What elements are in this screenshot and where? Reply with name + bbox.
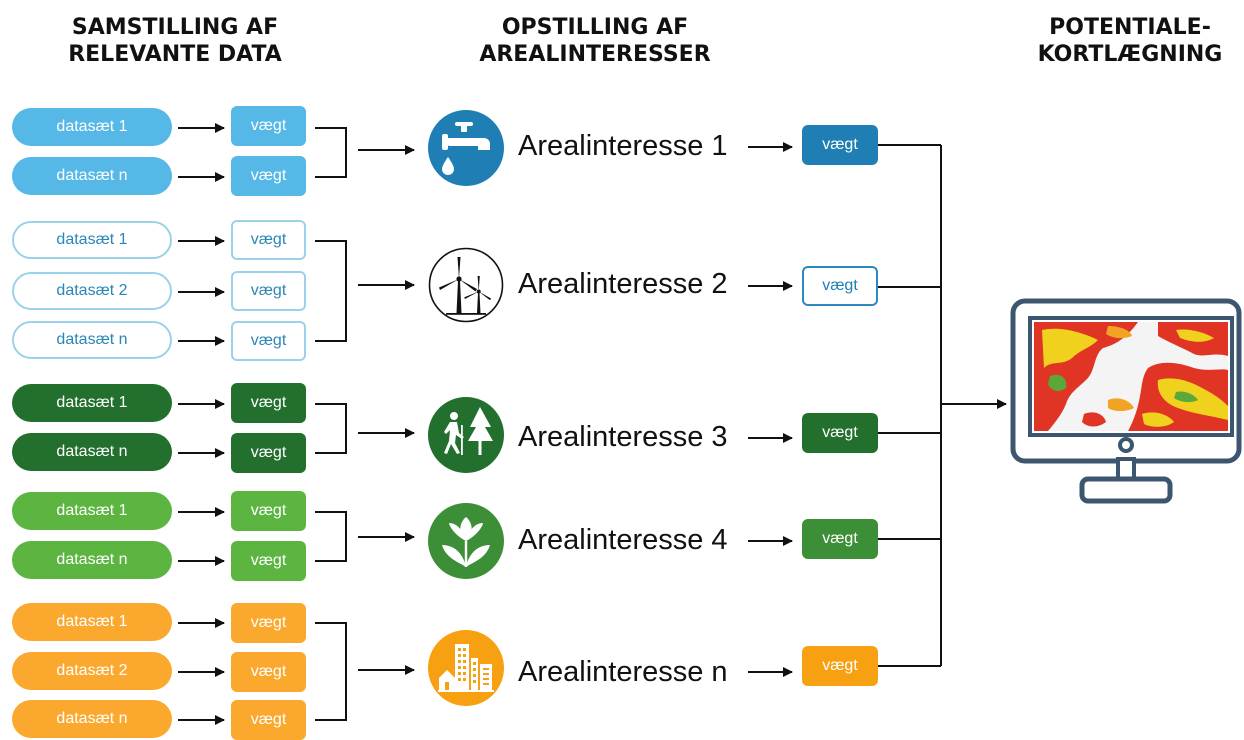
dataset-pill: datasæt n <box>12 433 172 471</box>
interest-label: Arealinteresse 2 <box>518 268 728 300</box>
interest-weight-box: vægt <box>802 519 878 559</box>
weight-box: vægt <box>231 652 306 692</box>
suitability-map <box>1034 322 1228 431</box>
weight-box: vægt <box>231 491 306 531</box>
header-data-collection: SAMSTILLING AF RELEVANTE DATA <box>40 14 310 68</box>
dataset-pill: datasæt 1 <box>12 384 172 422</box>
weight-box: vægt <box>231 700 306 740</box>
header-line: OPSTILLING AF <box>501 15 689 40</box>
interest-weight-box: vægt <box>802 125 878 165</box>
hiker-forest-icon <box>428 397 504 473</box>
interest-weight-box: vægt <box>802 413 878 453</box>
dataset-pill: datasæt n <box>12 157 172 195</box>
dataset-pill: datasæt 1 <box>12 221 172 259</box>
water-tap-icon <box>428 110 504 186</box>
dataset-pill: datasæt 1 <box>12 492 172 530</box>
city-buildings-icon <box>428 630 504 706</box>
weight-box: vægt <box>231 271 306 311</box>
header-line: SAMSTILLING AF <box>71 15 279 40</box>
dataset-pill: datasæt n <box>12 321 172 359</box>
header-potential-mapping: POTENTIALE- KORTLÆGNING <box>1010 14 1244 68</box>
interest-weight-box: vægt <box>802 646 878 686</box>
weight-box: vægt <box>231 603 306 643</box>
dataset-pill: datasæt 2 <box>12 652 172 690</box>
interest-weight-box: vægt <box>802 266 878 306</box>
weight-box: vægt <box>231 321 306 361</box>
wind-turbine-icon <box>428 247 504 323</box>
dataset-pill: datasæt 1 <box>12 108 172 146</box>
interest-label: Arealinteresse 4 <box>518 524 728 556</box>
header-line: KORTLÆGNING <box>1037 42 1223 67</box>
header-line: AREALINTERESSER <box>479 42 711 67</box>
flower-icon <box>428 503 504 579</box>
weight-box: vægt <box>231 220 306 260</box>
weight-box: vægt <box>231 383 306 423</box>
dataset-pill: datasæt 1 <box>12 603 172 641</box>
monitor-map-icon <box>1010 298 1242 504</box>
interest-label: Arealinteresse 1 <box>518 130 728 162</box>
weight-box: vægt <box>231 106 306 146</box>
interest-label: Arealinteresse 3 <box>518 421 728 453</box>
dataset-pill: datasæt n <box>12 541 172 579</box>
header-land-interests: OPSTILLING AF AREALINTERESSER <box>430 14 760 68</box>
dataset-pill: datasæt 2 <box>12 272 172 310</box>
dataset-pill: datasæt n <box>12 700 172 738</box>
weight-box: vægt <box>231 156 306 196</box>
weight-box: vægt <box>231 541 306 581</box>
header-line: RELEVANTE DATA <box>68 42 282 67</box>
weight-box: vægt <box>231 433 306 473</box>
header-line: POTENTIALE- <box>1049 15 1211 40</box>
interest-label: Arealinteresse n <box>518 656 728 688</box>
